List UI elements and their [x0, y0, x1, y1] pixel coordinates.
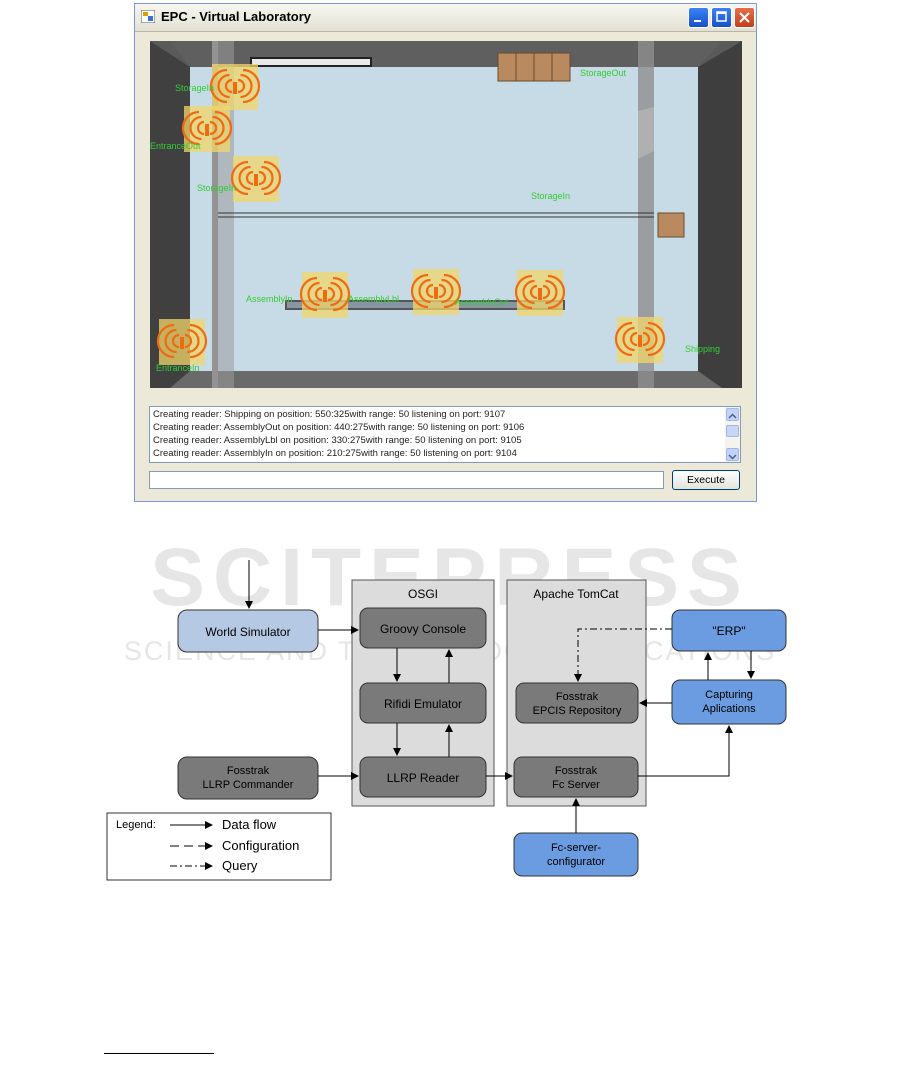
app-window: EPC - Virtual Laboratory	[134, 3, 757, 502]
label-entrance-in: EntranceIn	[156, 363, 200, 373]
log-line: Creating reader: Shipping on position: 5…	[153, 409, 506, 420]
legend-data-flow: Data flow	[222, 817, 277, 832]
rfid-reader-icon	[299, 272, 351, 318]
rfid-reader-icon	[410, 269, 462, 315]
fc-configurator-label-1: Fc-server-	[551, 842, 601, 854]
legend-title: Legend:	[116, 819, 156, 831]
fc-server-label-1: Fosstrak	[555, 765, 598, 777]
command-input[interactable]	[149, 471, 664, 489]
log-line: Creating reader: AssemblyOut on position…	[153, 422, 525, 433]
label-storage-in-right: StorageIn	[531, 191, 570, 201]
log-output[interactable]: Creating reader: Shipping on position: 5…	[149, 406, 741, 463]
label-assembly-out: AssemblyOut	[455, 297, 509, 307]
legend-configuration: Configuration	[222, 838, 299, 853]
fc-configurator-box	[513, 832, 639, 877]
fc-server-label-2: Fc Server	[552, 779, 600, 791]
llrp-commander-box	[177, 756, 319, 800]
epcis-label-1: Fosstrak	[556, 691, 599, 703]
capturing-label-1: Capturing	[705, 689, 753, 701]
label-shipping: Shipping	[685, 344, 720, 354]
data-flow-arrows	[245, 560, 755, 833]
legend-query: Query	[222, 858, 258, 873]
close-button[interactable]	[734, 7, 755, 28]
log-scrollbar[interactable]	[725, 407, 740, 462]
groovy-console-box	[359, 607, 487, 649]
close-icon	[739, 12, 750, 23]
rfid-reader-icon	[614, 317, 666, 363]
rfid-reader-icon	[181, 106, 233, 152]
title-bar[interactable]: EPC - Virtual Laboratory	[135, 4, 756, 32]
legend-box	[106, 812, 332, 881]
epcis-repository-box	[515, 682, 639, 724]
rfid-reader-icon	[514, 270, 566, 316]
epcis-label-2: EPCIS Repository	[533, 705, 622, 717]
minimize-icon	[694, 20, 701, 22]
rifidi-emulator-box	[359, 682, 487, 724]
footnote-rule	[104, 1053, 214, 1054]
llrp-commander-label-2: LLRP Commander	[203, 779, 294, 791]
rfid-reader-icon	[209, 64, 261, 110]
erp-label: "ERP"	[712, 624, 745, 638]
rfid-readers	[156, 64, 666, 365]
window-title: EPC - Virtual Laboratory	[161, 9, 312, 24]
simulation-view[interactable]: StorageIn StorageOut EntranceOut Storage…	[150, 41, 742, 390]
label-entrance-out: EntranceOut	[150, 141, 201, 151]
world-simulator-box	[177, 609, 319, 653]
chevron-down-icon	[728, 454, 737, 460]
groovy-console-label: Groovy Console	[380, 622, 466, 636]
maximize-button[interactable]	[711, 7, 732, 28]
rfid-reader-icon	[230, 156, 282, 202]
scroll-down-button[interactable]	[726, 448, 739, 461]
label-assembly-in: AssemblyIn	[246, 294, 293, 304]
log-line: Creating reader: AssemblyLbl on position…	[153, 435, 522, 446]
label-storage-in-top: StorageIn	[175, 83, 214, 93]
fc-server-box	[513, 756, 639, 798]
rifidi-emulator-label: Rifidi Emulator	[384, 697, 462, 711]
storage-boxes	[497, 52, 685, 238]
world-simulator-label: World Simulator	[205, 625, 290, 639]
label-storage-in-mid: StorageIn	[197, 183, 236, 193]
erp-box	[671, 609, 787, 652]
capturing-applications-box	[671, 679, 787, 725]
architecture-diagram: SCITEPRESS SCIENCE AND TECHNOLOGY PUBLIC…	[106, 532, 787, 881]
fc-configurator-label-2: configurator	[547, 856, 605, 868]
maximize-icon	[716, 11, 727, 22]
chevron-up-icon	[728, 413, 737, 419]
llrp-commander-label-1: Fosstrak	[227, 765, 270, 777]
minimize-button[interactable]	[688, 7, 709, 28]
label-storage-out: StorageOut	[580, 68, 627, 78]
tomcat-title: Apache TomCat	[533, 587, 619, 601]
execute-button[interactable]: Execute	[672, 470, 740, 490]
capturing-label-2: Aplications	[702, 703, 756, 715]
scroll-up-button[interactable]	[726, 408, 739, 421]
llrp-reader-box	[359, 756, 487, 798]
query-arrow	[574, 628, 672, 682]
osgi-title: OSGI	[408, 587, 438, 601]
scroll-thumb[interactable]	[726, 425, 739, 437]
log-line: Creating reader: AssemblyIn on position:…	[153, 448, 517, 459]
llrp-reader-label: LLRP Reader	[387, 771, 460, 785]
label-assembly-lbl: AssemblyLbl	[348, 294, 399, 304]
app-icon	[141, 10, 155, 23]
rfid-reader-icon	[156, 319, 208, 365]
